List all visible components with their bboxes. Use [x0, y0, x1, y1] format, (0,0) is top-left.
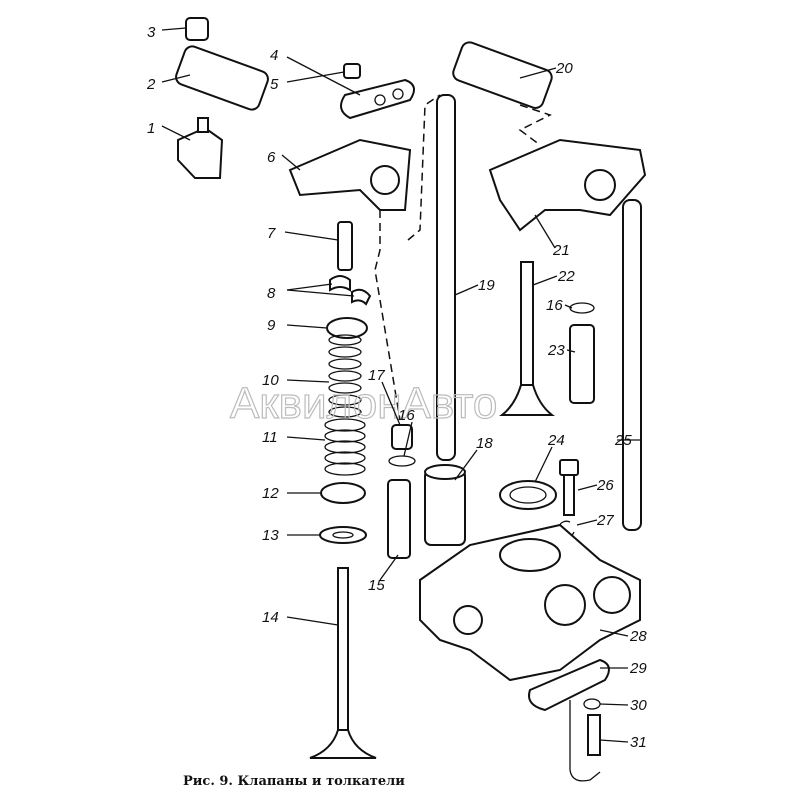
label-1: 1	[147, 120, 155, 137]
label-22: 22	[557, 268, 575, 285]
label-6: 6	[267, 149, 276, 166]
label-3: 3	[147, 24, 156, 41]
label-10: 10	[262, 372, 279, 389]
label-5: 5	[270, 76, 279, 93]
label-23: 23	[547, 342, 565, 359]
label-12: 12	[262, 485, 279, 502]
label-7: 7	[267, 225, 276, 242]
label-8: 8	[267, 285, 276, 302]
label-18: 18	[476, 435, 493, 452]
label-11: 11	[262, 429, 278, 446]
label-16: 16	[398, 407, 415, 424]
label-2: 2	[146, 76, 156, 93]
label-28: 28	[629, 628, 647, 645]
label-27: 27	[596, 512, 614, 529]
label-17: 17	[368, 367, 385, 384]
label-30: 30	[630, 697, 647, 714]
leader-lines	[161, 27, 641, 743]
label-25: 25	[614, 432, 632, 449]
label-29: 29	[629, 660, 647, 677]
watermark: АквилонАвто	[230, 379, 497, 428]
label-21: 21	[552, 242, 570, 259]
label-24: 24	[547, 432, 565, 449]
label-15: 15	[368, 577, 385, 594]
part-labels: 3 2 1 4 5 6 7 8 9 10 11 12 13 14 15 16 1…	[146, 24, 647, 751]
part-drawings	[175, 17, 647, 782]
label-16b: 16	[546, 297, 563, 314]
label-13: 13	[262, 527, 279, 544]
label-9: 9	[267, 317, 276, 334]
label-14: 14	[262, 609, 279, 626]
label-31: 31	[630, 734, 647, 751]
label-20: 20	[555, 60, 573, 77]
label-4: 4	[270, 47, 278, 64]
label-26: 26	[596, 477, 614, 494]
label-19: 19	[478, 277, 495, 294]
figure-caption: Рис. 9. Клапаны и толкатели	[183, 774, 405, 789]
